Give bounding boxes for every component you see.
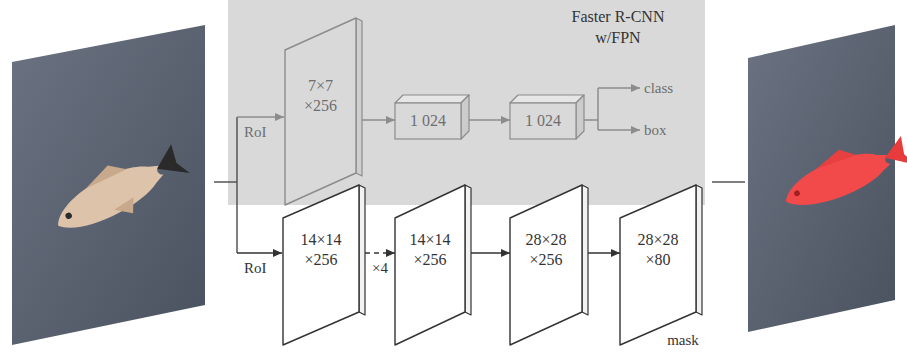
node-text: 1 024 [525,111,561,131]
fc-layer: 1 024 [510,95,584,139]
feature-map: 7×7 ×256 [285,18,362,205]
text-label: box [644,121,667,139]
node-text: 28×28 ×80 [628,230,688,270]
connector-arrow [588,252,620,254]
connector-arrow [362,119,395,121]
input-split-wire [214,117,284,253]
node-text: 14×14 ×256 [400,230,460,270]
fc-layer: 1 024 [395,95,469,139]
region-band: Faster R-CNN w/FPN 7×7 ×256 1 024 1 024 [228,0,705,205]
text-label: RoI [244,123,267,141]
node-text: 14×14 ×256 [291,230,351,270]
feature-map: 14×14 ×256 [283,185,365,345]
feature-map: 14×14 ×256 [395,185,471,345]
text-label: class [644,79,673,97]
connector-arrow [471,252,510,254]
feature-map: 28×28 ×80mask [620,185,702,345]
node-text: 1 024 [410,111,446,131]
faster-rcnn-band [228,0,705,205]
connector-arrow [365,252,395,254]
text-label: RoI [244,259,267,277]
connector-arrow [469,119,510,121]
output-wire [712,181,745,183]
output-image [748,25,907,332]
input-image [12,25,205,345]
node-text: 7×7 ×256 [296,76,346,116]
head-output-wire [584,88,640,130]
node-text: 28×28 ×256 [516,230,576,270]
feature-map: 28×28 ×256 [510,185,588,345]
node-text: mask [662,330,704,350]
node-text: Faster R-CNN w/FPN [558,6,678,48]
repeat-label: ×4 [370,259,390,277]
